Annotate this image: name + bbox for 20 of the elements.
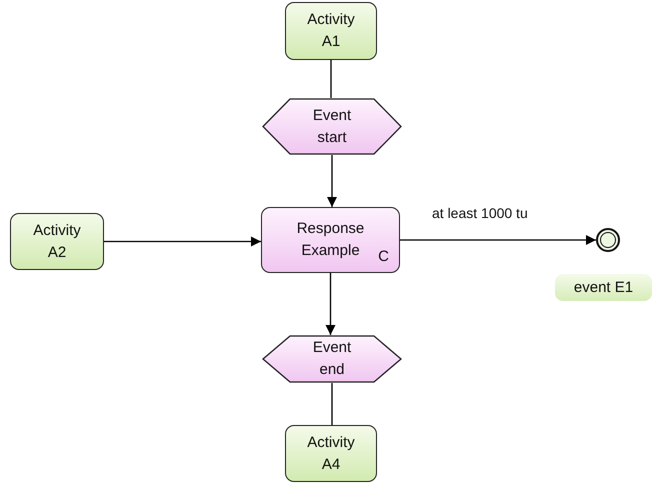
node-text: Event end [312, 338, 352, 380]
arrow [327, 155, 337, 207]
node-text: event E1 [572, 278, 634, 298]
event-label-box [555, 274, 652, 301]
activity-box [285, 2, 377, 60]
node-text: Activity A1 [306, 10, 356, 52]
edge-label: at least 1000 tu [432, 204, 528, 223]
activity-box [10, 213, 104, 270]
activity-box [285, 425, 377, 482]
arrow [326, 273, 336, 335]
response-box [261, 207, 400, 273]
event-hexagon [262, 98, 402, 155]
node-text: Event start [312, 106, 352, 148]
event-hexagon [262, 335, 402, 383]
arrow [400, 235, 596, 245]
node-text: Activity A2 [32, 220, 82, 262]
node-text: Activity A4 [306, 432, 356, 474]
node-text: Response Example [296, 219, 366, 261]
arrow [104, 236, 261, 246]
node-tag-text: C [378, 246, 389, 266]
